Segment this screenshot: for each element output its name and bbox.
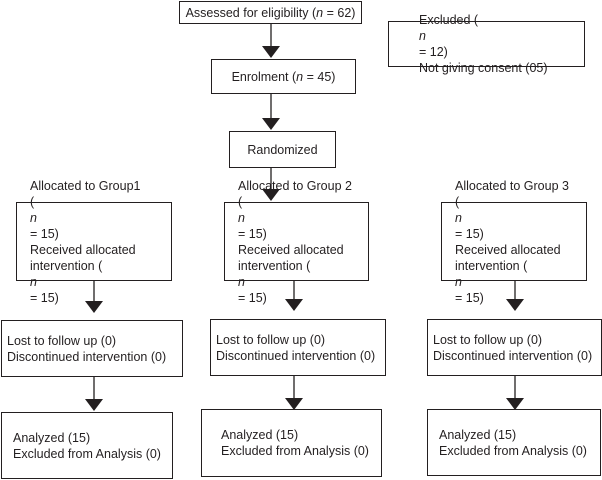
allocation-count: (n = 15) <box>30 194 59 241</box>
allocation-box-group1: Allocated to Group1 (n = 15) Received al… <box>16 179 172 305</box>
discontinued-intervention: Discontinued intervention (0) <box>433 348 593 363</box>
lost-to-followup: Lost to follow up (0) <box>216 332 326 347</box>
allocation-label: Allocated to Group 2 <box>238 178 352 193</box>
analysis-box-group2: Analyzed (15) Excluded from Analysis (0) <box>201 409 382 477</box>
assessed-text: Assessed for eligibility (n = 62) <box>185 5 356 20</box>
enrolment-box: Enrolment (n = 45) <box>211 59 356 94</box>
arrowhead <box>285 398 303 410</box>
followup-box-group2: Lost to follow up (0) Discontinued inter… <box>210 319 386 376</box>
lost-to-followup: Lost to follow up (0) <box>433 332 543 347</box>
discontinued-intervention: Discontinued intervention (0) <box>216 348 376 363</box>
intervention-count: intervention (n = 15) <box>30 258 103 305</box>
analysis-box-group3: Analyzed (15) Excluded from Analysis (0) <box>427 409 601 476</box>
randomized-box: Randomized <box>229 131 336 168</box>
analyzed-count: Analyzed (15) <box>13 430 91 445</box>
analyzed-count: Analyzed (15) <box>221 428 299 442</box>
enrolment-text: Enrolment (n = 45) <box>231 69 336 84</box>
arrowhead <box>262 189 280 201</box>
excluded-from-analysis: Excluded from Analysis (0) <box>439 443 587 458</box>
allocation-label: Allocated to Group1 <box>30 178 141 193</box>
received-label: Received allocated <box>455 242 561 257</box>
arrowhead <box>85 301 103 313</box>
arrowhead <box>262 46 280 58</box>
arrowhead <box>506 299 524 311</box>
excluded-count: Excluded (n = 12) <box>419 13 479 59</box>
received-label: Received allocated <box>30 242 136 257</box>
arrowhead <box>285 299 303 311</box>
allocation-count: (n = 15) <box>238 194 267 241</box>
allocation-count: (n = 15) <box>455 194 484 241</box>
intervention-count: intervention (n = 15) <box>455 258 528 305</box>
arrowhead <box>506 398 524 410</box>
excluded-from-analysis: Excluded from Analysis (0) <box>221 444 369 458</box>
allocation-box-group2: Allocated to Group 2 (n = 15) Received a… <box>224 179 369 305</box>
assessed-box: Assessed for eligibility (n = 62) <box>179 1 362 24</box>
excluded-from-analysis: Excluded from Analysis (0) <box>13 446 161 461</box>
lost-to-followup: Lost to follow up (0) <box>7 333 117 348</box>
received-label: Received allocated <box>238 242 344 257</box>
allocation-label: Allocated to Group 3 <box>455 178 569 193</box>
arrowhead <box>85 399 103 411</box>
followup-box-group3: Lost to follow up (0) Discontinued inter… <box>427 319 602 376</box>
discontinued-intervention: Discontinued intervention (0) <box>7 349 167 364</box>
randomized-text: Randomized <box>247 142 318 157</box>
intervention-count: intervention (n = 15) <box>238 258 311 305</box>
excluded-reason: Not giving consent (05) <box>419 61 548 75</box>
followup-box-group1: Lost to follow up (0) Discontinued inter… <box>1 320 183 377</box>
analysis-box-group1: Analyzed (15) Excluded from Analysis (0) <box>1 412 173 479</box>
allocation-box-group3: Allocated to Group 3 (n = 15) Received a… <box>441 179 587 305</box>
arrowhead <box>262 118 280 130</box>
analyzed-count: Analyzed (15) <box>439 427 517 442</box>
excluded-box: Excluded (n = 12) Not giving consent (05… <box>388 13 585 75</box>
